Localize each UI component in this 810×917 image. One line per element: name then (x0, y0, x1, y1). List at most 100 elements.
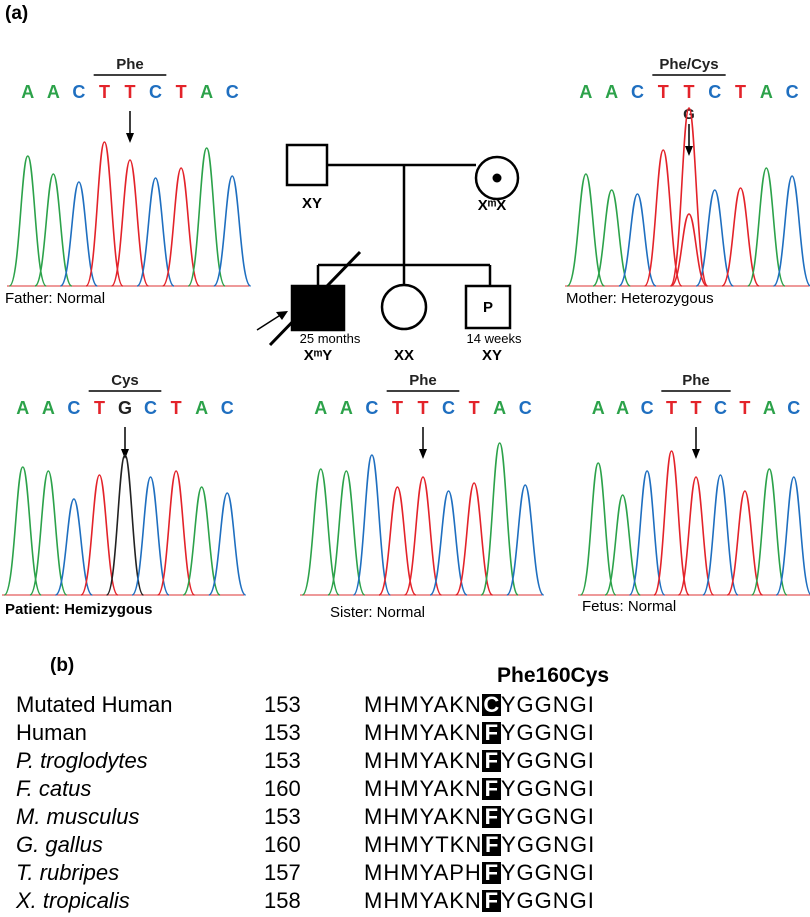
residue-label: Phe (116, 56, 144, 73)
sequence-before: MHMYAKN (364, 692, 482, 717)
mother-genotype: XᵐX (478, 197, 506, 214)
base-letter: T (176, 82, 187, 102)
base-letter: C (442, 398, 455, 418)
trace-peak (327, 470, 366, 596)
species-name: X. tropicalis (16, 888, 130, 913)
sequence-before: MHMYAKN (364, 720, 482, 745)
trace-peak (579, 462, 617, 596)
trace-peak (80, 474, 119, 596)
base-letter: A (605, 82, 618, 102)
sequence-after: YGGNGI (500, 804, 595, 829)
base-letter: A (42, 398, 55, 418)
base-letter: A (200, 82, 213, 102)
residue-label: Phe/Cys (659, 56, 718, 73)
base-letter: C (714, 398, 727, 418)
trace-peak (8, 155, 47, 287)
trace-peak (54, 498, 94, 596)
highlighted-residue: F (481, 778, 501, 800)
fetus-age: 14 weeks (467, 331, 522, 346)
species-name: Human (16, 720, 87, 745)
base-letter: A (760, 82, 773, 102)
trace-peak (726, 490, 764, 596)
base-letter: C (787, 398, 800, 418)
base-letter: T (684, 82, 695, 102)
highlighted-residue: F (481, 862, 501, 884)
sequence-after: YGGNGI (500, 888, 595, 913)
base-letter: T (99, 82, 110, 102)
base-letter: T (658, 82, 669, 102)
trace-peak (772, 175, 810, 287)
trace-peak (721, 187, 760, 287)
sequence-after: YGGNGI (500, 748, 595, 773)
base-letter: G (118, 398, 132, 418)
patient-genotype: XᵐY (304, 347, 332, 364)
trace-peak (677, 476, 715, 596)
trace-peak (182, 486, 221, 596)
base-letter: A (579, 82, 592, 102)
base-letter: T (392, 398, 403, 418)
highlighted-residue: F (481, 750, 501, 772)
base-letter: A (21, 82, 34, 102)
mutation-title: Phe160Cys (497, 664, 610, 687)
trace-peak (29, 470, 68, 596)
residue-position: 153 (264, 692, 301, 717)
trace-peak (695, 189, 735, 287)
residue-label: Phe (682, 372, 710, 389)
base-letter: T (666, 398, 677, 418)
base-letter: C (641, 398, 654, 418)
mutation-arrowhead (419, 449, 427, 459)
deceased-slash (268, 250, 362, 347)
residue-position: 157 (264, 860, 301, 885)
trace-peak (429, 490, 468, 596)
mutation-arrowhead (692, 449, 700, 459)
panel-a-label: (a) (5, 3, 29, 24)
trace-peak (506, 484, 545, 596)
species-name: F. catus (16, 776, 92, 801)
trace-peak (750, 468, 788, 596)
trace-peak (592, 189, 631, 287)
base-letter: T (418, 398, 429, 418)
patient-square (290, 284, 346, 332)
secondary-base-label: G (683, 106, 695, 123)
sequence-before: MHMYAPH (364, 860, 482, 885)
base-letter: T (735, 82, 746, 102)
residue-position: 158 (264, 888, 301, 913)
highlighted-residue: F (481, 890, 501, 912)
sequence-before: MHMYTKN (364, 832, 483, 857)
base-letter: C (221, 398, 234, 418)
trace-peak (208, 492, 247, 596)
base-letter: C (519, 398, 532, 418)
fetus-symbol: P (483, 299, 493, 316)
residue-position: 153 (264, 720, 301, 745)
trace-peak (604, 494, 642, 596)
base-letter: T (171, 398, 182, 418)
base-letter: T (739, 398, 750, 418)
sister-circle (380, 283, 428, 331)
base-letter: A (340, 398, 353, 418)
sister-genotype: XX (394, 347, 414, 364)
trace-peak (618, 193, 657, 287)
residue-position: 160 (264, 832, 301, 857)
base-letter: A (16, 398, 29, 418)
trace-peak (187, 147, 226, 287)
trace-peak (131, 476, 170, 596)
base-letter: C (67, 398, 80, 418)
base-letter: C (144, 398, 157, 418)
sequence-before: MHMYAKN (364, 748, 482, 773)
sequence-after: YGGNGI (500, 776, 595, 801)
